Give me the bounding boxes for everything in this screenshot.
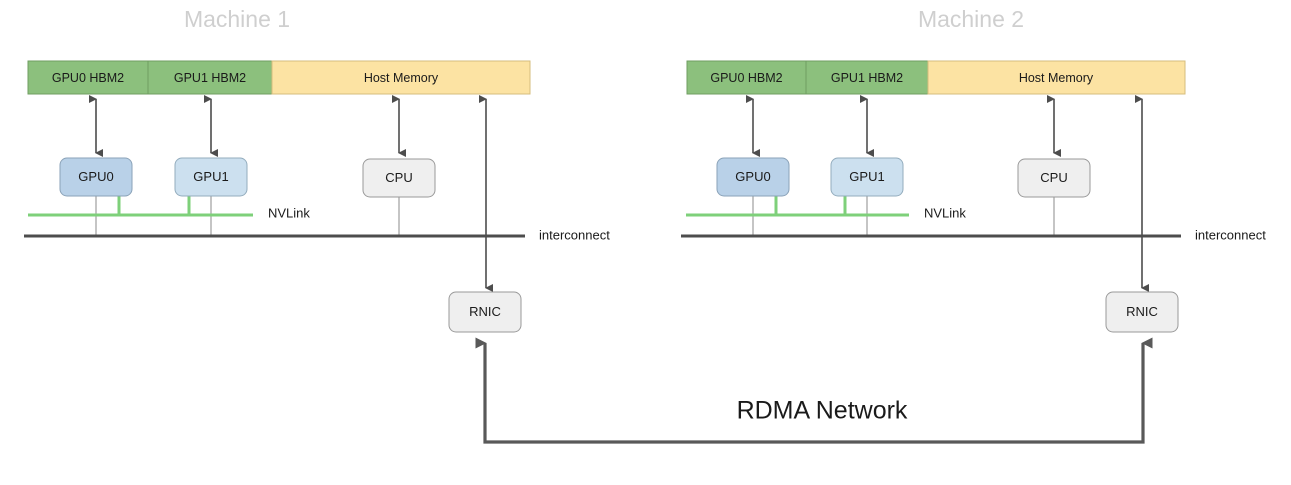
machine-1-cpu-node[interactable]: CPU [362, 158, 436, 198]
machine-1-rnic-node[interactable]: RNIC [448, 291, 522, 333]
machine-1-memory-bar: GPU0 HBM2 GPU1 HBM2 Host Memory [27, 60, 531, 95]
machine-2-gpu1-hbm2-block[interactable] [805, 60, 929, 95]
machine-1-gpu1-node-label: GPU1 [193, 169, 228, 184]
machine-1-title: Machine 1 [184, 6, 290, 32]
machine-2-rnic-node-label: RNIC [1126, 304, 1158, 319]
machine-1-gpu0-node[interactable]: GPU0 [59, 157, 133, 197]
machine-2-title: Machine 2 [918, 6, 1024, 32]
machine-2-gpu1-node[interactable]: GPU1 [830, 157, 904, 197]
machine-2-cpu-node[interactable]: CPU [1017, 158, 1091, 198]
machine-2-gpu0-node-label: GPU0 [735, 169, 770, 184]
machine-1-gpu0-node-label: GPU0 [78, 169, 113, 184]
machine-1-nvlink-label: NVLink [268, 205, 310, 220]
machine-1-gpu1-hbm2-label: GPU1 HBM2 [174, 71, 246, 85]
machine-1-host-memory-label: Host Memory [364, 71, 439, 85]
machine-2-host-memory-label: Host Memory [1019, 71, 1094, 85]
rdma-network-label: RDMA Network [737, 397, 908, 425]
machine-1-gpu1-hbm2-block[interactable] [147, 60, 273, 95]
rdma-network-group: RDMA Network [475, 337, 1153, 444]
machine-1-cpu-node-label: CPU [385, 170, 412, 185]
machine-1-rnic-node-label: RNIC [469, 304, 501, 319]
machine-1-host-memory-block[interactable] [271, 60, 531, 95]
machine-1-gpu0-hbm2-label: GPU0 HBM2 [52, 71, 124, 85]
machine-2-cpu-node-label: CPU [1040, 170, 1067, 185]
machine-2-nvlink-label: NVLink [924, 205, 966, 220]
machine-2-gpu0-node[interactable]: GPU0 [716, 157, 790, 197]
machine-2-memory-bar: GPU0 HBM2 GPU1 HBM2 Host Memory [686, 60, 1186, 95]
rdma-network-link [475, 337, 1153, 444]
machine-2-group: Machine 2 GPU0 HBM2 GPU1 HBM2 Host Memor… [681, 6, 1266, 333]
machine-2-rnic-node[interactable]: RNIC [1105, 291, 1179, 333]
machine-1-group: Machine 1 GPU0 HBM2 GPU1 HBM2 Host Memor… [24, 6, 610, 333]
machine-2-gpu0-hbm2-label: GPU0 HBM2 [710, 71, 782, 85]
machine-2-interconnect-label: interconnect [1195, 227, 1266, 242]
machine-2-gpu1-hbm2-label: GPU1 HBM2 [831, 71, 903, 85]
machine-1-gpu1-node[interactable]: GPU1 [174, 157, 248, 197]
machine-2-gpu0-hbm2-block[interactable] [686, 60, 807, 95]
machine-1-gpu0-hbm2-block[interactable] [27, 60, 149, 95]
machine-1-interconnect-label: interconnect [539, 227, 610, 242]
machine-2-gpu1-node-label: GPU1 [849, 169, 884, 184]
machine-2-host-memory-block[interactable] [927, 60, 1186, 95]
